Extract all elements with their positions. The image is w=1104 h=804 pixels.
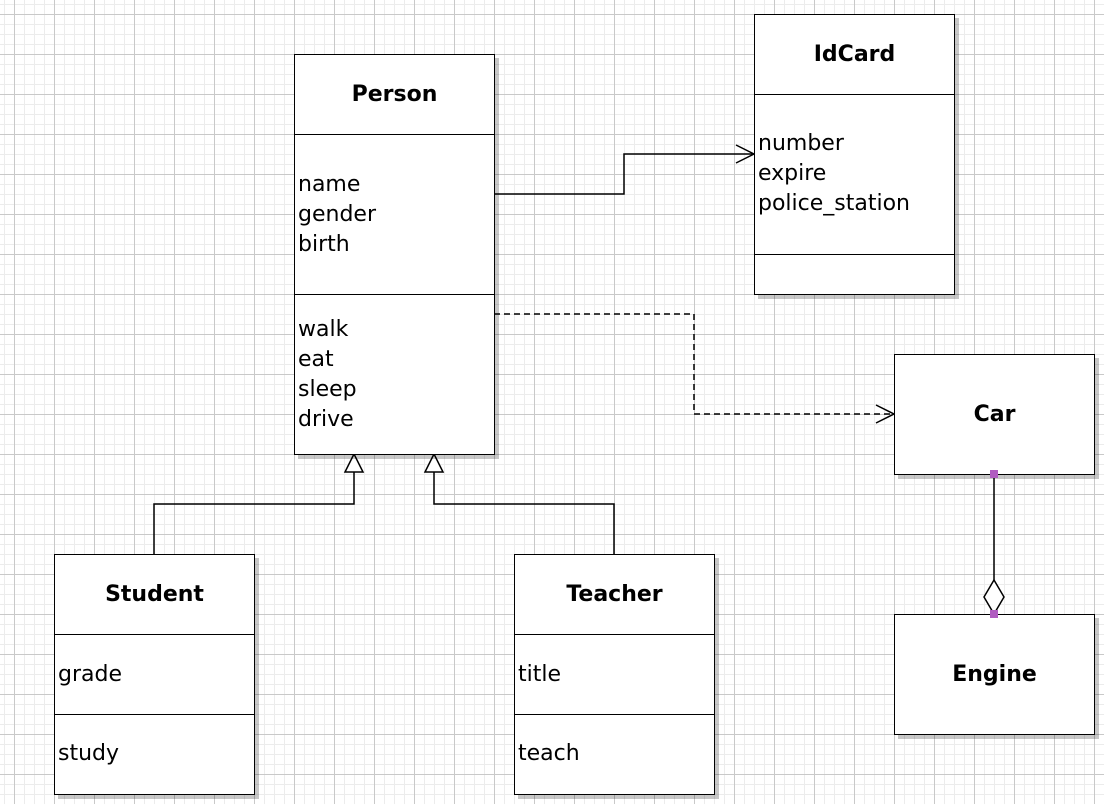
class-person-attributes: name gender birth [295,134,494,294]
class-car-name: Car [973,401,1016,427]
class-student[interactable]: Student grade study [54,554,255,795]
class-student-methods: study [55,714,254,793]
generalization-triangle-student [343,452,365,473]
class-idcard[interactable]: IdCard number expire police_station [754,14,955,295]
method-sleep: sleep [298,377,357,402]
attribute-gender: gender [298,201,376,227]
attribute-expire: expire [758,161,827,186]
class-person-name: Person [351,82,438,107]
generalization-triangle-teacher [423,452,445,473]
class-teacher-methods: teach [515,714,714,793]
class-engine[interactable]: Engine [894,614,1095,735]
attribute-number: number [758,131,844,156]
class-teacher-name: Teacher [566,582,663,607]
attribute-name: name [298,171,361,197]
class-idcard-name: IdCard [813,42,896,67]
class-idcard-methods [755,254,954,293]
class-idcard-attributes: number expire police_station [755,94,954,254]
method-eat: eat [298,347,334,372]
method-study: study [58,741,120,766]
class-teacher-attributes: title [515,634,714,714]
class-teacher[interactable]: Teacher title teach [514,554,715,795]
method-drive: drive [298,407,354,432]
attribute-police-station: police_station [758,191,910,216]
class-student-attributes: grade [55,634,254,714]
class-person[interactable]: Person name gender birth walk eat sleep … [294,54,495,455]
association-person-idcard-line[interactable] [494,153,754,195]
class-car[interactable]: Car [894,354,1095,475]
attribute-grade: grade [58,661,122,687]
method-walk: walk [298,317,349,342]
class-engine-name: Engine [952,661,1037,687]
aggregation-diamond [983,578,1005,616]
method-teach: teach [518,741,580,766]
dependency-person-car-line[interactable] [494,313,894,415]
class-person-methods: walk eat sleep drive [295,294,494,453]
generalization-teacher-person-line[interactable] [433,472,615,554]
attribute-title: title [518,661,562,687]
attribute-birth: birth [298,231,350,257]
generalization-student-person-line[interactable] [153,472,355,554]
class-student-name: Student [105,582,204,607]
